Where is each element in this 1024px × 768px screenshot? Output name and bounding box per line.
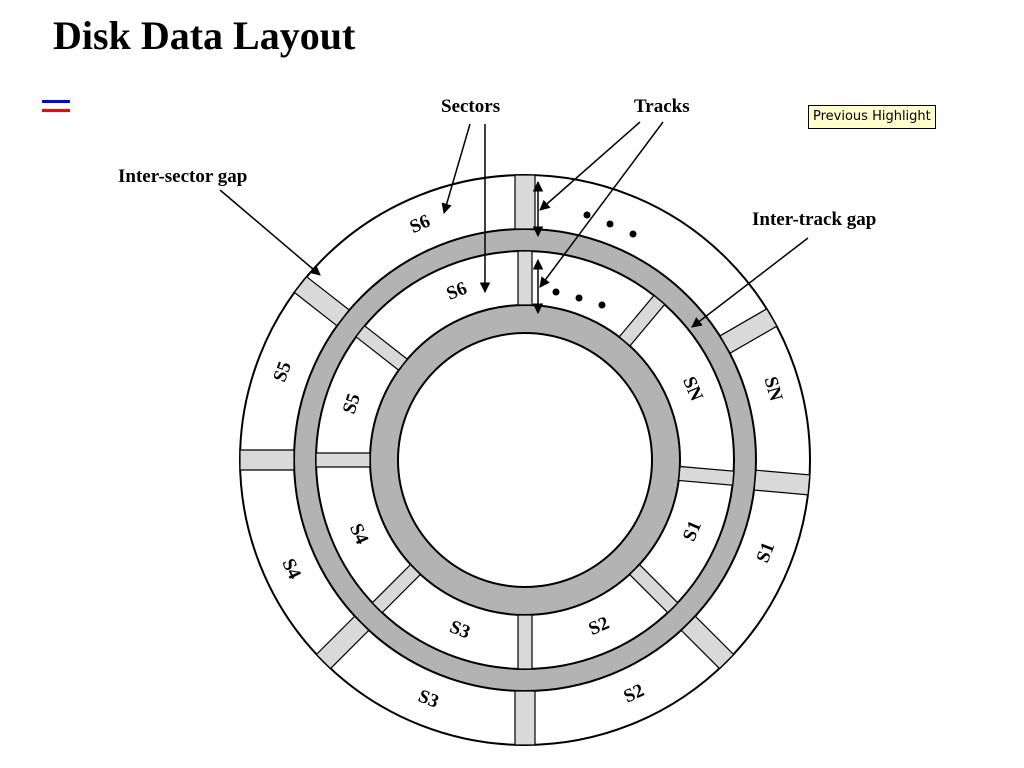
callout-lines — [219, 121, 809, 328]
ellipsis-dot — [606, 220, 614, 228]
outer-sector-gap — [239, 449, 295, 471]
ellipsis-dot — [575, 294, 583, 302]
equals-nav-icon[interactable] — [42, 100, 70, 114]
sectors-callout-outer — [441, 123, 471, 215]
ellipsis-dot — [598, 301, 606, 309]
ellipsis-dot — [583, 211, 591, 219]
outer-sector-gap — [680, 615, 735, 670]
previous-highlight-button[interactable]: Previous Highlight — [808, 105, 936, 129]
ellipsis-outer — [583, 211, 637, 238]
sectors-label: Sectors — [441, 96, 500, 117]
outer-sector-gap — [315, 615, 370, 670]
outer-sector-gap — [753, 469, 811, 496]
inner-sector-gap — [517, 250, 533, 306]
inner-sector-gap — [355, 324, 409, 371]
inter-track-gap-callout — [691, 237, 809, 328]
equals-bar-top — [42, 100, 70, 103]
inter-sector-gaps — [239, 174, 811, 746]
outer-sector-gap — [719, 307, 778, 355]
inner-sector-gap — [618, 294, 666, 347]
inner-sector-gap — [371, 563, 422, 614]
page-title: Disk Data Layout — [53, 13, 356, 58]
inter-sector-gap-label: Inter-sector gap — [118, 166, 247, 187]
inner-sector-gap — [678, 465, 735, 486]
ellipsis-dot — [629, 230, 637, 238]
outer-sector-gap — [514, 174, 536, 230]
tracks-callout-outer — [539, 121, 641, 211]
equals-bar-bottom — [42, 109, 70, 112]
tracks-label: Tracks — [634, 96, 690, 117]
ellipsis-dot — [552, 288, 560, 296]
ellipsis-inner — [552, 288, 606, 309]
inter-sector-gap-callout — [219, 189, 321, 276]
inner-sector-gap — [628, 563, 679, 614]
inner-sector-gap — [315, 452, 371, 468]
outer-sector-gap — [514, 690, 536, 746]
disk-center — [397, 332, 653, 588]
inter-track-gap-label: Inter-track gap — [752, 209, 876, 230]
inner-sector-gap — [517, 614, 533, 670]
outer-sector-gap — [293, 275, 350, 327]
tracks-callout-inner — [539, 121, 664, 288]
